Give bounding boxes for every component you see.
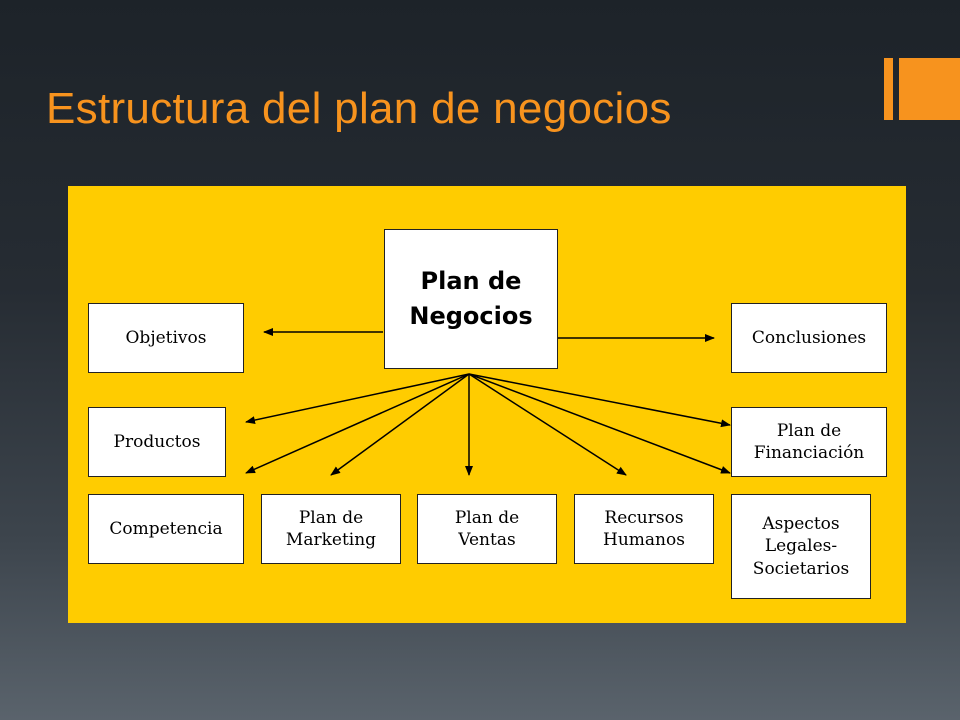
accent-bar xyxy=(884,58,893,120)
node-aspectos-legales-societarios: Aspectos Legales- Societarios xyxy=(731,494,871,599)
node-competencia: Competencia xyxy=(88,494,244,564)
node-plan-de-negocios: Plan de Negocios xyxy=(384,229,558,369)
node-plan-de-financiacion: Plan de Financiación xyxy=(731,407,887,477)
arrow-root-competencia xyxy=(245,373,470,474)
accent-square xyxy=(899,58,960,120)
node-recursos-humanos: Recursos Humanos xyxy=(574,494,714,564)
slide-title: Estructura del plan de negocios xyxy=(46,84,672,133)
diagram-panel: Plan de Negocios Objetivos Conclusiones … xyxy=(68,186,906,623)
node-objetivos: Objetivos xyxy=(88,303,244,373)
node-productos: Productos xyxy=(88,407,226,477)
arrow-root-productos xyxy=(245,373,470,425)
node-conclusiones: Conclusiones xyxy=(731,303,887,373)
arrow-root-marketing xyxy=(330,373,470,476)
node-plan-de-marketing: Plan de Marketing xyxy=(261,494,401,564)
node-plan-de-ventas: Plan de Ventas xyxy=(417,494,557,564)
connector-layer xyxy=(245,328,731,476)
arrow-root-legales xyxy=(468,373,731,474)
arrow-root-recursos xyxy=(468,373,627,476)
arrow-root-financiacion xyxy=(468,373,731,428)
